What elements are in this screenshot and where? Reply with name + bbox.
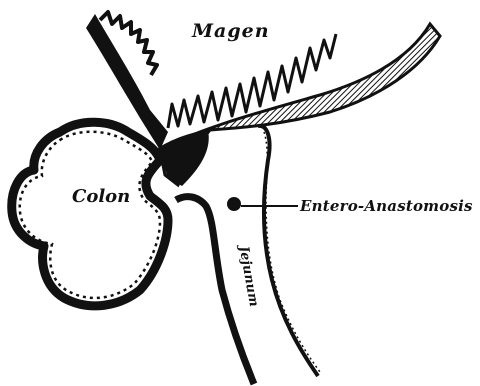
label-anastomosis: Entero-Anastomosis xyxy=(300,197,473,215)
anastomosis-marker xyxy=(227,197,241,211)
label-stomach: Magen xyxy=(192,20,270,42)
label-colon: Colon xyxy=(72,186,130,207)
colon-shape xyxy=(12,122,168,306)
